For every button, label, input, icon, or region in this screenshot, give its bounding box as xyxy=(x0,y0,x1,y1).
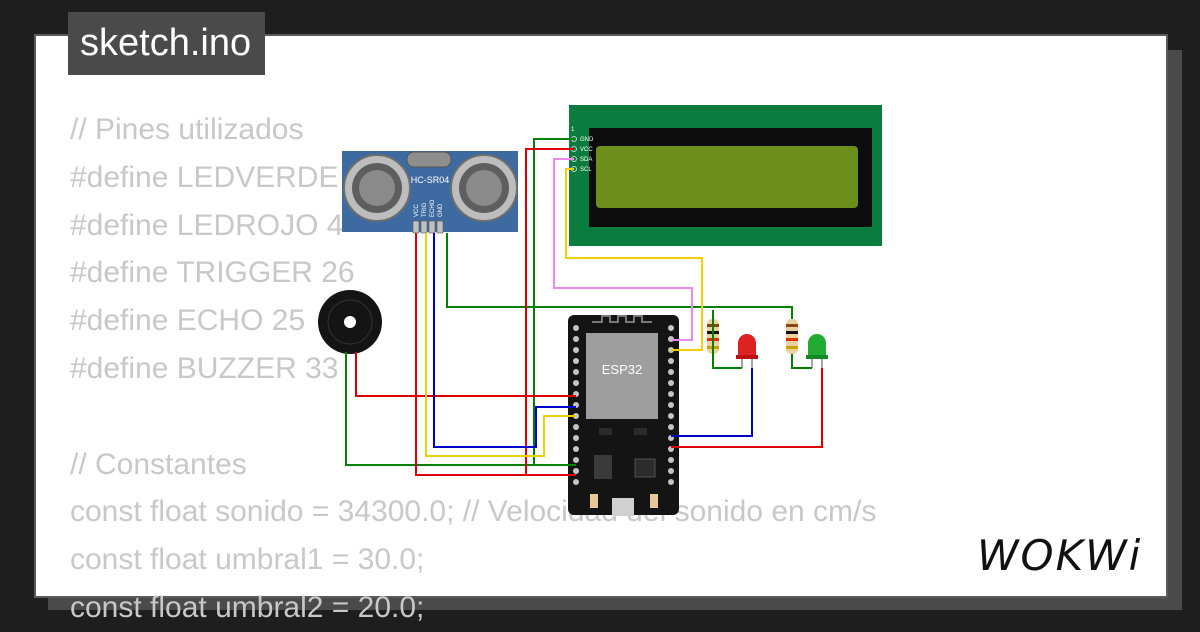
lcd-pin-label: GND xyxy=(580,137,594,143)
code-line: const float umbral2 = 20.0; xyxy=(70,590,425,624)
wokwi-logo-text: WOKWi xyxy=(977,531,1142,580)
code-line: const float sonido = 34300.0; // Velocid… xyxy=(70,495,877,529)
code-line: const float umbral1 = 30.0; xyxy=(70,543,425,577)
code-line: #define TRIGGER 26 xyxy=(70,256,355,290)
sensor-label: HC-SR04 xyxy=(411,175,450,185)
led-green xyxy=(806,334,828,368)
code-line: #define ECHO 25 xyxy=(70,304,306,338)
sketch-title: sketch.ino xyxy=(68,12,266,75)
led-red xyxy=(736,334,758,368)
lcd-screen xyxy=(596,146,858,208)
wire-yellow-scl xyxy=(565,168,703,351)
wire-green-gnd-sensor xyxy=(446,233,793,319)
esp32-module xyxy=(586,333,658,419)
wires xyxy=(345,138,823,476)
lcd-pin-label: VCC xyxy=(580,147,593,153)
buzzer xyxy=(318,290,382,354)
wokwi-logo: WOKWi xyxy=(977,531,1142,580)
wire-red-vcc-sensor xyxy=(415,233,526,476)
wire-pink-sda xyxy=(553,158,693,341)
lcd-pin-label: SCL xyxy=(580,167,592,173)
wire-green-gnd-leds xyxy=(712,310,742,369)
sensor-pin-label: TRIG xyxy=(422,202,428,217)
wire-red-led xyxy=(671,368,823,448)
lcd-pin-one: 1 xyxy=(571,127,575,133)
wire-blue-echo xyxy=(433,233,576,448)
sensor-pin-label: GND xyxy=(438,203,444,217)
code-line: // Pines utilizados xyxy=(70,113,304,146)
sensor-crystal xyxy=(406,151,452,168)
wire-yellow-trig xyxy=(425,233,576,457)
lcd-pin-label: SDA xyxy=(580,157,592,163)
ultrasonic-sensor: HC-SR04 VCC TRIG ECHO GND xyxy=(342,151,518,234)
sensor-pin-label: ECHO xyxy=(430,199,436,217)
wire-green-gnd-leds-2 xyxy=(791,354,812,369)
esp32-label: ESP32 xyxy=(602,362,642,377)
code-line: #define BUZZER 33 xyxy=(70,351,339,385)
esp32-board: ESP32 xyxy=(568,315,679,516)
wire-green-gnd-lcd xyxy=(533,138,576,466)
wire-blue-led xyxy=(671,368,753,437)
wire-green-buzzer xyxy=(345,352,534,466)
code-listing: // Pines utilizados#define LEDVERDE 2#de… xyxy=(70,106,876,632)
code-line: #define LEDROJO 4 xyxy=(70,208,344,242)
wire-red-buzzer xyxy=(355,352,576,397)
wire-red-vcc-lcd xyxy=(525,148,576,476)
sensor-pin-label: VCC xyxy=(414,204,420,217)
lcd-display: 1 GND VCC SDA SCL xyxy=(569,105,882,246)
code-line: // Constantes xyxy=(70,447,247,481)
